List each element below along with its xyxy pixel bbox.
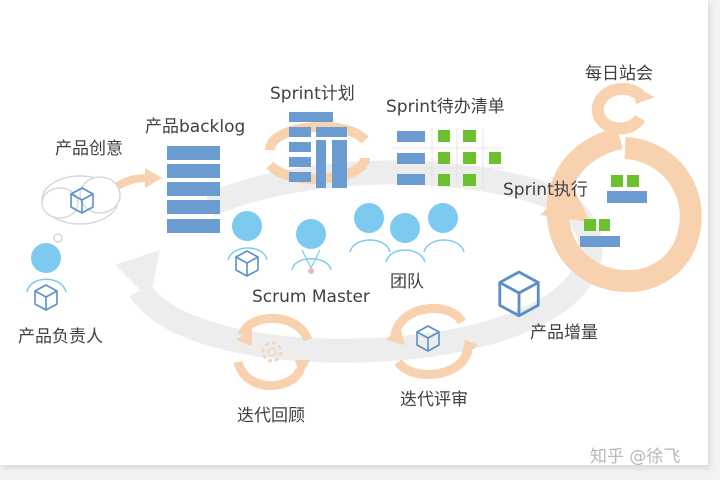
label-product-backlog: 产品backlog — [145, 117, 246, 137]
gear-icon — [261, 341, 283, 363]
sprint-retrospective-swirl-icon — [233, 313, 313, 390]
cycle-arrowhead — [115, 250, 160, 300]
sprint-review-swirl-icon — [390, 304, 473, 379]
sprint-cycle-arrow-top — [205, 160, 565, 216]
execution-arrowhead — [540, 185, 590, 222]
label-scrum-master: Scrum Master — [252, 287, 370, 307]
label-team: 团队 — [390, 272, 424, 292]
execution-tasks-icon — [580, 175, 647, 247]
product-owner-icon — [26, 243, 67, 311]
label-product-increment: 产品增量 — [530, 323, 598, 343]
label-daily-standup: 每日站会 — [585, 64, 653, 84]
label-product-idea: 产品创意 — [55, 139, 123, 159]
label-sprint-review: 迭代评审 — [400, 390, 468, 410]
label-sprint-retrospective: 迭代回顾 — [237, 406, 305, 426]
sprint-backlog-grid — [393, 128, 505, 188]
arrowhead — [460, 340, 478, 360]
arrowhead — [386, 326, 405, 345]
arrowhead — [236, 328, 252, 346]
sprint-execution-cycle-icon — [546, 82, 702, 293]
sprint-planning-icon — [289, 112, 347, 188]
team-member-po-icon — [227, 211, 268, 277]
scrum-master-icon — [291, 219, 332, 274]
label-sprint-backlog: Sprint待办清单 — [386, 97, 505, 117]
team-icon — [349, 203, 465, 263]
product-increment-cube-icon — [498, 270, 540, 318]
arrowhead — [295, 360, 310, 378]
label-sprint-execution: Sprint执行 — [503, 180, 588, 200]
product-backlog-icon — [167, 146, 220, 233]
standup-arrowhead — [632, 85, 655, 104]
watermark: 知乎 @徐飞 — [590, 447, 681, 467]
arrowhead — [145, 168, 162, 188]
label-sprint-planning: Sprint计划 — [270, 84, 355, 104]
idea-cloud-icon — [41, 175, 121, 243]
label-product-owner: 产品负责人 — [18, 327, 103, 347]
